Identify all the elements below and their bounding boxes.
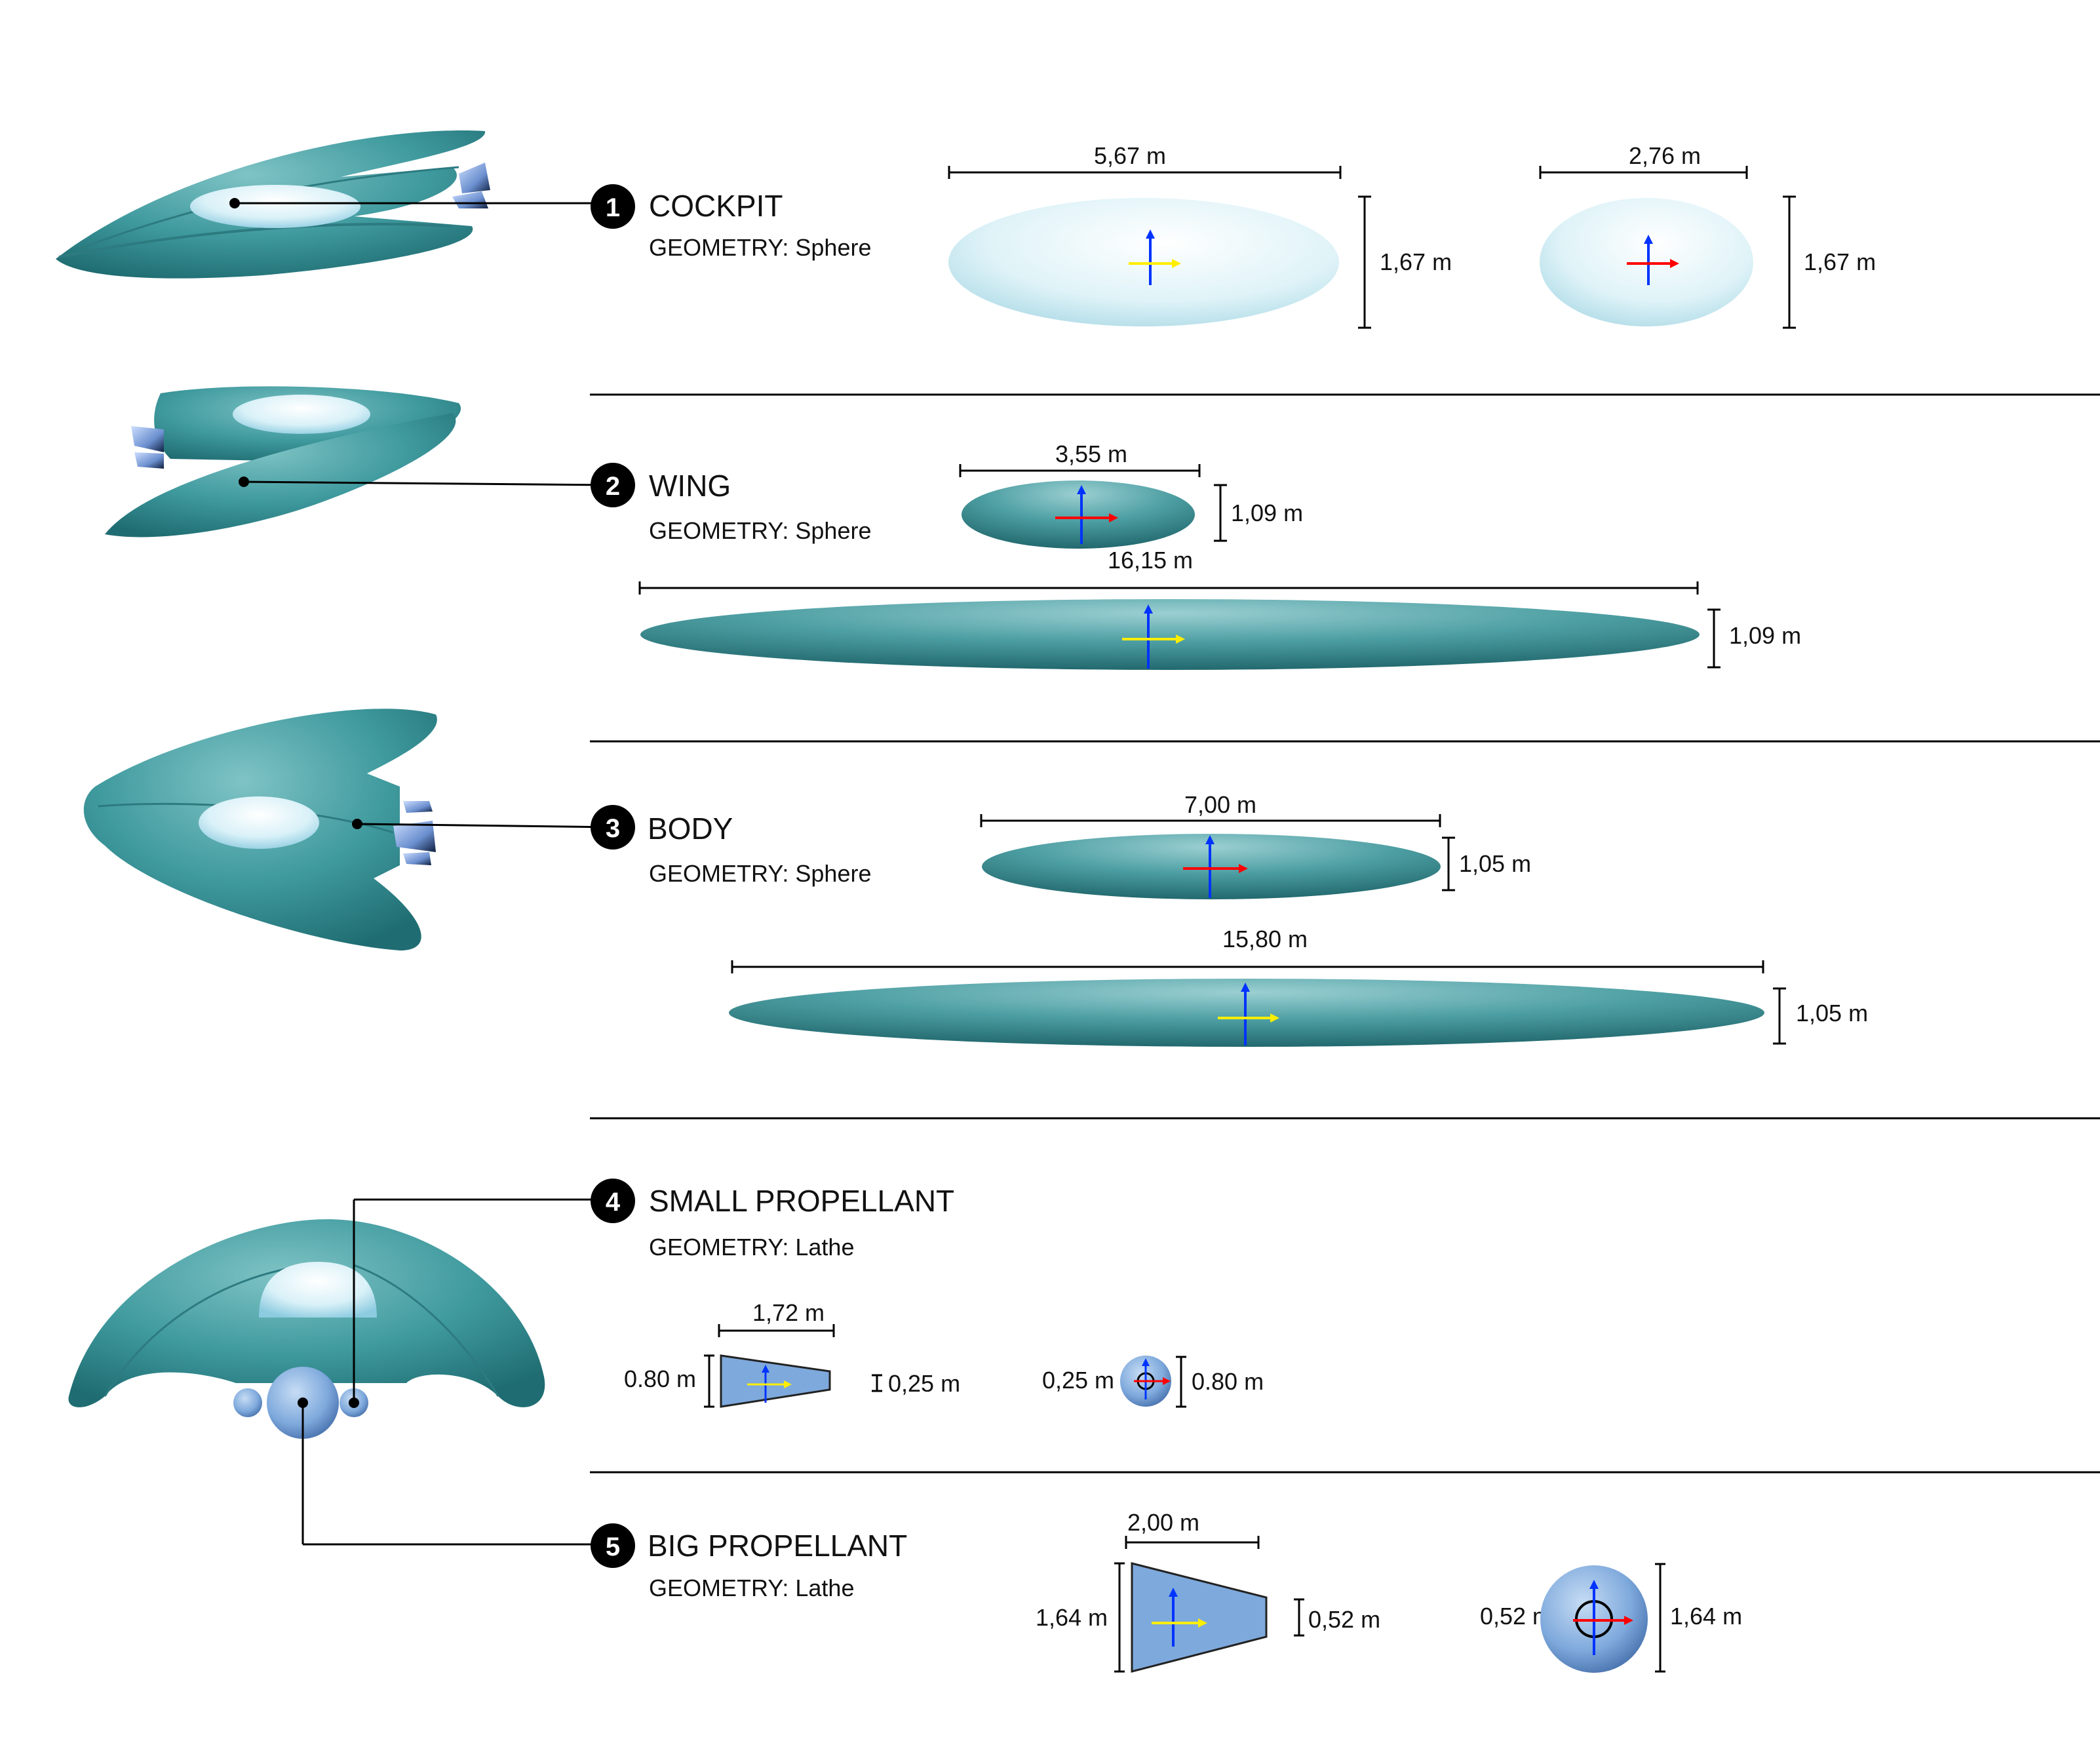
wing-long-view: 16,15 m 1,09 m [638, 547, 1801, 670]
dim-small-front-outer: 0.80 m [1192, 1368, 1264, 1395]
section-small-propellant: 4 SMALL PROPELLANT GEOMETRY: Lathe 1,72 … [349, 1179, 1264, 1408]
dim-body-long-height: 1,05 m [1796, 1000, 1868, 1027]
wing-long-ellipse [640, 599, 1700, 670]
section-badge-4 [591, 1179, 635, 1223]
dim-cockpit-side-width: 5,67 m [1094, 142, 1166, 169]
section-title-wing: WING [649, 469, 731, 503]
section-badge-5 [591, 1523, 635, 1568]
section-wing: 2 WING GEOMETRY: Sphere 3,55 m 1,09 m 16… [105, 386, 1801, 670]
section-number-4: 4 [606, 1188, 621, 1217]
dim-cockpit-side-height: 1,67 m [1380, 248, 1452, 275]
section-badge-3 [591, 805, 635, 850]
big-propellant-front-view: 0,52 m 1,64 m [1480, 1563, 1742, 1673]
section-big-propellant: 5 BIG PROPELLANT GEOMETRY: Lathe 2,00 m … [298, 1398, 1742, 1673]
dim-wing-long-height: 1,09 m [1729, 622, 1801, 649]
section-body: 3 BODY GEOMETRY: Sphere 7,00 m 1,05 m 15… [83, 709, 1868, 1047]
dim-wing-small-height: 1,09 m [1231, 499, 1303, 526]
ship-thumbnail-body [83, 709, 437, 950]
dim-big-side-height-big: 1,64 m [1036, 1604, 1108, 1631]
body-long-view: 15,80 m 1,05 m [729, 926, 1868, 1047]
section-number-5: 5 [606, 1533, 620, 1561]
dim-body-long-width: 15,80 m [1222, 926, 1308, 952]
leader-dot-body [352, 819, 362, 829]
dim-wing-long-width: 16,15 m [1108, 547, 1193, 574]
dim-cockpit-front-height: 1,67 m [1804, 248, 1876, 275]
leader-dot-cockpit [229, 198, 240, 208]
section-number-1: 1 [606, 193, 620, 222]
section-badge-2 [591, 463, 635, 507]
big-propellant-trapezoid [1131, 1562, 1268, 1673]
leader-dot-small-propellant [349, 1398, 359, 1408]
small-propellant-trapezoid [720, 1354, 831, 1408]
ship-thumbnail-wing [105, 386, 461, 538]
section-geometry-small-propellant: GEOMETRY: Lathe [649, 1234, 854, 1261]
ship-thumbnail-cockpit [56, 130, 490, 279]
section-geometry-wing: GEOMETRY: Sphere [649, 517, 871, 544]
cockpit-front-view: 2,76 m 1,67 m [1539, 142, 1876, 329]
section-geometry-big-propellant: GEOMETRY: Lathe [649, 1574, 854, 1601]
dim-big-front-inner: 0,52 m [1480, 1603, 1552, 1630]
section-number-2: 2 [606, 472, 620, 501]
dim-small-side-height-big: 0.80 m [624, 1365, 696, 1392]
body-small-view: 7,00 m 1,05 m [980, 791, 1531, 899]
section-title-big-propellant: BIG PROPELLANT [648, 1529, 907, 1563]
section-badge-1 [591, 184, 635, 229]
section-geometry-body: GEOMETRY: Sphere [649, 860, 871, 887]
big-propellant-side-view: 2,00 m 1,64 m 0,52 m [1036, 1509, 1380, 1673]
cockpit-side-view: 5,67 m 1,67 m [948, 142, 1452, 329]
section-title-small-propellant: SMALL PROPELLANT [649, 1184, 954, 1218]
leader-dot-wing [239, 477, 249, 487]
section-geometry-cockpit: GEOMETRY: Sphere [649, 234, 871, 261]
dim-small-side-height-small: 0,25 m [888, 1370, 960, 1397]
section-cockpit: 1 COCKPIT GEOMETRY: Sphere 5,67 m 1,67 m… [56, 130, 1876, 329]
section-title-body: BODY [648, 812, 733, 846]
leader-dot-big-propellant [298, 1398, 308, 1408]
dim-big-front-outer: 1,64 m [1670, 1603, 1742, 1630]
dim-wing-small-width: 3,55 m [1055, 440, 1127, 467]
small-propellant-side-view: 1,72 m 0.80 m 0,25 m [624, 1299, 960, 1408]
dim-big-side-length: 2,00 m [1127, 1509, 1199, 1536]
dim-small-front-inner: 0,25 m [1042, 1367, 1114, 1394]
dim-small-side-length: 1,72 m [752, 1299, 825, 1326]
leader-line-body [357, 823, 613, 829]
section-title-cockpit: COCKPIT [649, 189, 783, 223]
leader-line-wing [243, 480, 613, 486]
section-number-3: 3 [606, 814, 620, 843]
wing-small-view: 3,55 m 1,09 m [959, 440, 1303, 549]
wing-small-ellipse [962, 480, 1195, 549]
dim-big-side-height-small: 0,52 m [1308, 1606, 1380, 1633]
dim-body-small-height: 1,05 m [1459, 850, 1531, 877]
dim-cockpit-front-width: 2,76 m [1629, 142, 1701, 169]
small-propellant-front-view: 0,25 m 0.80 m [1042, 1356, 1264, 1408]
dim-body-small-width: 7,00 m [1184, 791, 1256, 818]
